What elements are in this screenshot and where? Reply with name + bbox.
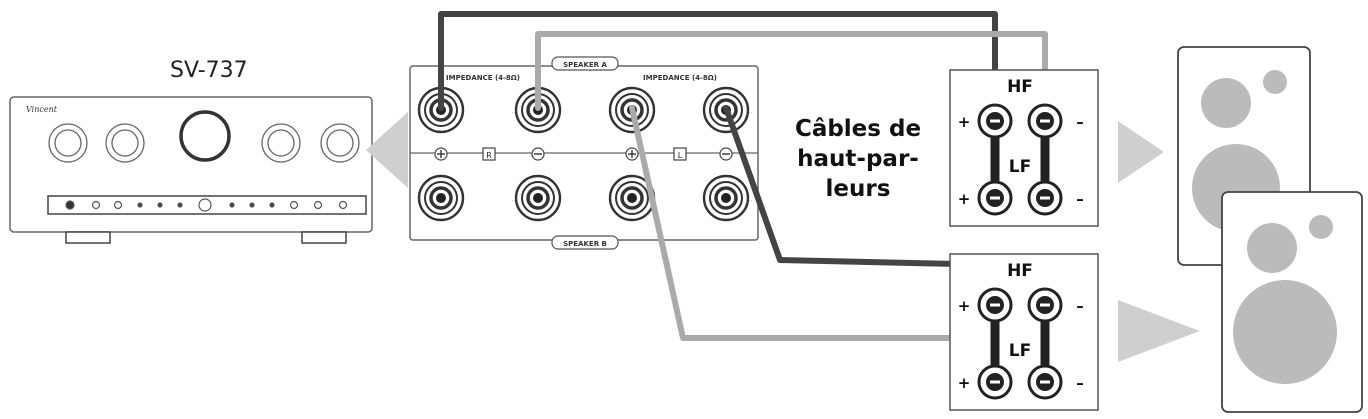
amplifier-model-label: SV-737 [170,58,248,83]
terminal-block-frame [949,253,1099,411]
lower-speaker [1221,191,1363,413]
speaker-terminal-icon [977,287,1013,323]
speaker-terminal-blocks: HF LF + + – – HF LF + + – – [949,69,1099,411]
led-icon [157,202,163,208]
channel-l-label: L [678,151,683,160]
hf-label: HF [1007,77,1033,97]
speaker-terminal-icon [977,364,1013,400]
terminal-panel: SPEAKER A SPEAKER B IMPEDANCE (4-8Ω) IMP… [409,56,759,250]
channel-r-label: R [486,151,492,160]
speaker-b-badge [551,235,619,250]
upper-terminal-block: HF LF + + – – [949,69,1099,227]
channel-l-box [673,147,687,161]
speaker-terminal-icon [1027,103,1063,139]
channel-r-box [482,147,496,161]
impedance-label-right-channel: IMPEDANCE (4-8Ω) [446,74,520,82]
hf-label: HF [1007,261,1033,281]
binding-post-icon [608,174,656,222]
led-icon [269,202,275,208]
amplifier: Vincent [9,96,373,244]
amplifier-brand: Vincent [26,105,58,114]
knob-icon [48,123,88,163]
upper-speaker-midrange-icon [1201,78,1251,128]
speaker-terminal-icon [1027,180,1063,216]
cable-caption-line: haut-par- [797,146,919,172]
amplifier-foot [301,231,347,244]
speaker-b-label: SPEAKER B [563,240,607,248]
minus-sign: – [1076,297,1084,315]
cable-caption: Câbles de haut-par- leurs [788,114,928,204]
binding-post-icon [417,174,465,222]
amplifier-foot [65,231,111,244]
button-icon [313,200,323,210]
pointer-arrow-icon [366,112,408,188]
button-icon [91,200,101,210]
binding-post-icon [702,174,750,222]
arrow-to-lower-speaker-icon [1118,300,1200,362]
cable-dark-a-plus [438,11,998,124]
lf-label: LF [1009,341,1031,361]
minus-sign: – [1076,190,1084,208]
button-icon [113,200,123,210]
cable-caption-line: leurs [825,176,891,202]
upper-speaker-tweeter-icon [1263,70,1287,94]
arrow-to-upper-speaker-icon [1118,121,1164,183]
speaker-terminal-icon [1027,287,1063,323]
volume-knob-icon [179,110,231,162]
lower-speaker-woofer-icon [1233,280,1337,384]
terminal-block-frame [949,69,1099,227]
plus-sign: + [958,374,971,392]
binding-post-icon [514,174,562,222]
speaker-a-label: SPEAKER A [563,61,607,69]
lf-label: LF [1009,157,1031,177]
minus-sign: – [1076,113,1084,131]
speaker-a-badge [551,56,619,71]
knob-icon [261,123,301,163]
speaker-terminal-icon [977,180,1013,216]
lower-speaker-midrange-icon [1247,223,1297,273]
knob-inner [111,129,139,157]
center-button-icon [198,198,212,212]
lower-terminal-block: HF LF + + – – [949,253,1099,411]
minus-sign: – [1076,374,1084,392]
plus-sign: + [958,113,971,131]
led-icon [177,202,183,208]
led-icon [249,202,255,208]
speaker-terminal-icon [977,103,1013,139]
plus-sign: + [958,297,971,315]
knob-icon [320,123,360,163]
led-icon [137,202,143,208]
knob-inner [326,129,354,157]
impedance-label-left-channel: IMPEDANCE (4-8Ω) [643,74,717,82]
button-icon [289,200,299,210]
knob-inner [54,129,82,157]
knob-inner [267,129,295,157]
power-button-icon [65,200,75,210]
led-icon [229,202,235,208]
button-icon [338,200,348,210]
speaker-terminal-icon [1027,364,1063,400]
knob-icon [105,123,145,163]
plus-sign: + [958,190,971,208]
lower-speaker-tweeter-icon [1309,215,1333,239]
cable-caption-line: Câbles de [794,116,922,142]
